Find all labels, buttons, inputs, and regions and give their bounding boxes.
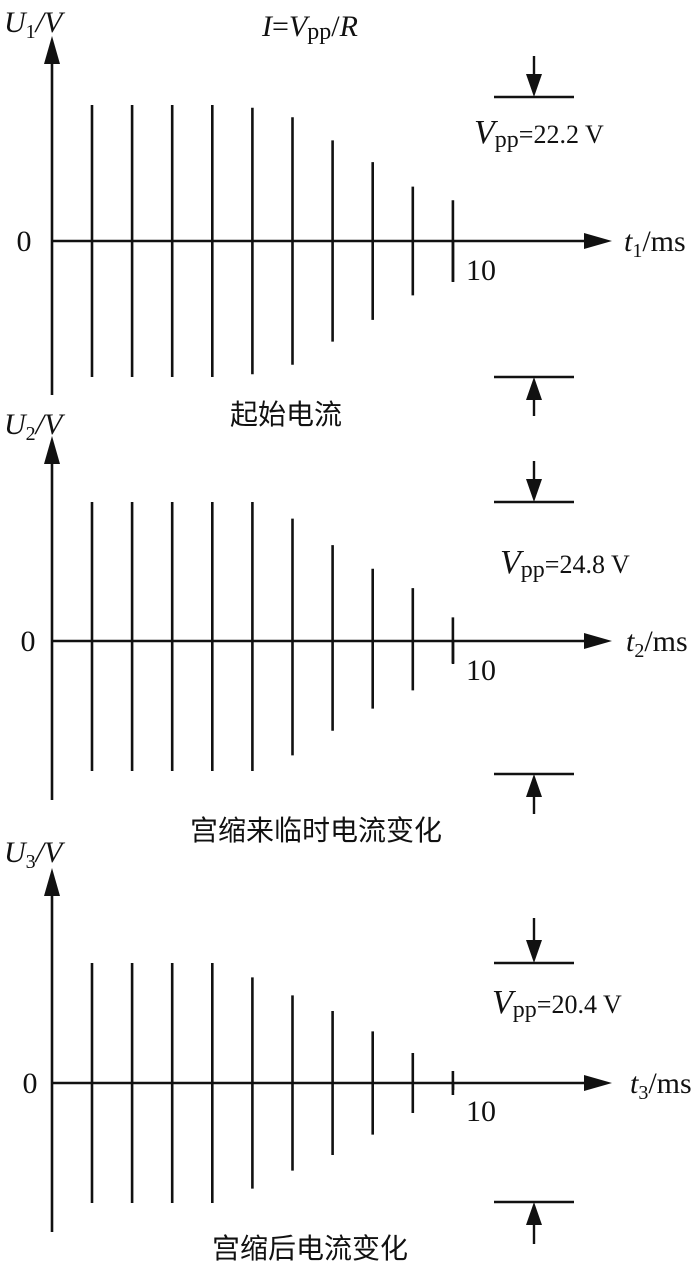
- vpp-bottom-arrowhead: [526, 774, 542, 797]
- vpp-label: Vpp=22.2 V: [474, 114, 604, 153]
- formula-slash: /: [331, 10, 340, 43]
- vpp-top-arrowhead: [526, 479, 542, 502]
- x-label-symbol: t: [624, 225, 633, 258]
- formula-eq: =: [272, 10, 289, 43]
- formula-v: V: [289, 10, 311, 43]
- y-label-symbol: U: [4, 408, 28, 441]
- x-label-unit: /ms: [642, 225, 685, 258]
- vpp-value: =22.2 V: [519, 120, 604, 149]
- y-label-unit: /V: [34, 836, 66, 869]
- vpp-label: Vpp=24.8 V: [500, 544, 630, 583]
- y-label-unit: /V: [34, 6, 66, 39]
- formula-r: R: [339, 10, 358, 43]
- formula: I=Vpp/R: [261, 10, 358, 45]
- x-tick-label: 10: [466, 654, 496, 687]
- vpp-top-arrowhead: [526, 940, 542, 963]
- x-axis-arrowhead: [584, 633, 612, 649]
- x-label-sub: 1: [632, 240, 642, 262]
- vpp-sub: pp: [513, 997, 537, 1023]
- x-label-unit: /ms: [644, 625, 687, 658]
- vpp-bottom-arrowhead: [526, 377, 542, 400]
- x-tick-label: 10: [466, 1095, 496, 1128]
- y-label-sub: 3: [26, 851, 36, 873]
- caption: 宫缩后电流变化: [212, 1233, 408, 1265]
- x-axis-label: t1/ms: [624, 225, 686, 262]
- y-axis-label: U2/V: [4, 408, 66, 445]
- x-tick-label: 10: [466, 254, 496, 287]
- panel-3: U3/V 0 10 t3/ms Vpp=20.4 V 宫缩后电流变化: [4, 836, 692, 1265]
- zero-label: 0: [23, 1067, 38, 1100]
- vpp-value: =20.4 V: [537, 990, 622, 1019]
- caption: 宫缩来临时电流变化: [190, 815, 442, 847]
- x-axis-label: t2/ms: [626, 625, 688, 662]
- bars: [90, 502, 455, 771]
- x-label-sub: 3: [638, 1082, 648, 1104]
- panel-1: U1/V 0 10 t1/ms Vpp=22.2 V 起始电流: [4, 6, 686, 431]
- x-axis-arrowhead: [584, 1075, 612, 1091]
- vpp-value: =24.8 V: [545, 550, 630, 579]
- vpp-label: Vpp=20.4 V: [492, 984, 622, 1023]
- y-label-unit: /V: [34, 408, 66, 441]
- y-axis-label: U1/V: [4, 6, 66, 43]
- y-label-symbol: U: [4, 836, 28, 869]
- x-axis-arrowhead: [584, 233, 612, 249]
- x-axis-label: t3/ms: [630, 1067, 692, 1104]
- y-label-sub: 1: [26, 21, 36, 43]
- formula-lhs: I: [261, 10, 274, 43]
- bars: [90, 105, 455, 377]
- vpp-top-arrowhead: [526, 74, 542, 97]
- vpp-sub: pp: [495, 127, 519, 153]
- x-label-unit: /ms: [648, 1067, 691, 1100]
- vpp-bottom-arrowhead: [526, 1202, 542, 1225]
- x-label-symbol: t: [630, 1067, 639, 1100]
- panel-2: U2/V 0 10 t2/ms Vpp=24.8 V 宫缩来临时电流变化: [4, 408, 688, 847]
- y-axis-arrowhead: [44, 436, 60, 464]
- zero-label: 0: [21, 625, 36, 658]
- x-label-symbol: t: [626, 625, 635, 658]
- zero-label: 0: [17, 225, 32, 258]
- y-axis-label: U3/V: [4, 836, 66, 873]
- x-label-sub: 2: [634, 640, 644, 662]
- caption: 起始电流: [230, 399, 342, 431]
- formula-sub: pp: [307, 19, 331, 45]
- bars: [90, 963, 455, 1203]
- y-axis-arrowhead: [44, 36, 60, 64]
- y-axis-arrowhead: [44, 868, 60, 896]
- y-label-sub: 2: [26, 423, 36, 445]
- y-label-symbol: U: [4, 6, 28, 39]
- vpp-sub: pp: [521, 557, 545, 583]
